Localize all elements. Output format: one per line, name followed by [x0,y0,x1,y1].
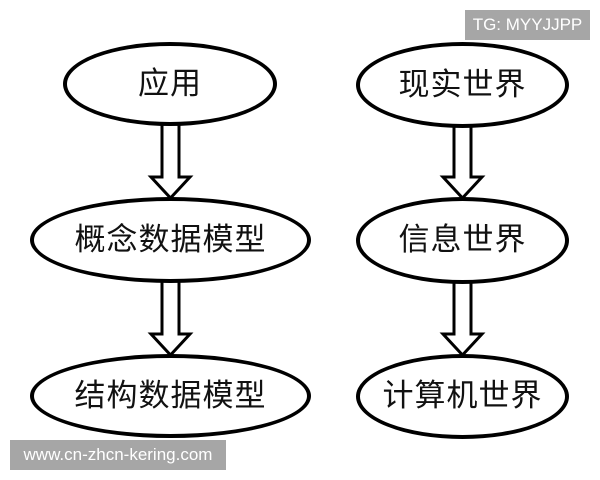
node-application: 应用 [63,42,277,126]
node-structural-data-model: 结构数据模型 [30,354,311,438]
watermark-bottom-left: www.cn-zhcn-kering.com [10,440,226,470]
node-real-world: 现实世界 [356,42,569,128]
node-label: 计算机世界 [382,378,543,414]
node-conceptual-data-model: 概念数据模型 [30,197,311,283]
node-label: 结构数据模型 [74,377,267,414]
watermark-top-right: TG: MYYJJPP [465,10,590,40]
node-information-world: 信息世界 [356,197,569,284]
node-label: 概念数据模型 [74,221,267,258]
node-label: 信息世界 [398,222,527,258]
down-arrow-icon [147,116,194,201]
node-computer-world: 计算机世界 [356,354,569,439]
down-arrow-icon [439,118,486,201]
down-arrow-icon [147,274,194,358]
node-label: 应用 [138,65,202,102]
down-arrow-icon [439,275,486,358]
node-label: 现实世界 [398,66,527,103]
